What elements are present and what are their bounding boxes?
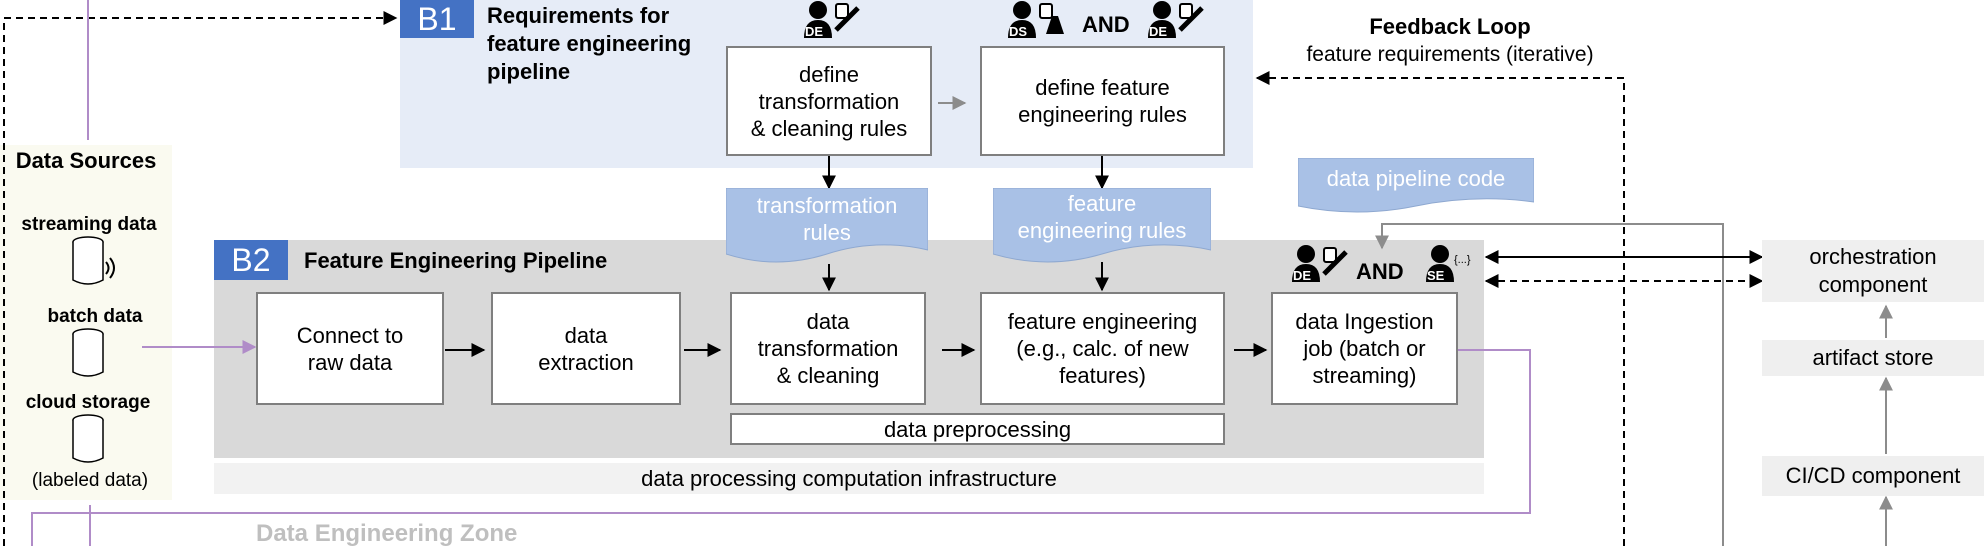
cicd-component: CI/CD component <box>1762 456 1984 496</box>
define-transformation-box: define transformation & cleaning rules <box>726 46 932 156</box>
de-role-label: DE <box>1149 24 1168 39</box>
data-engineer-icon: DE <box>1290 244 1352 291</box>
define-feature-rules-label: define feature engineering rules <box>1018 75 1187 127</box>
de-role-label: DE <box>1293 268 1312 283</box>
step-data-extraction: data extraction <box>491 292 681 405</box>
streaming-database-icon <box>70 236 118 293</box>
b1-tag: B1 <box>400 0 474 38</box>
b2-tag: B2 <box>214 240 288 280</box>
orchestration-label: orchestration component <box>1809 244 1937 297</box>
feedback-subtitle: feature requirements (iterative) <box>1306 43 1594 66</box>
data-engineering-zone-label: Data Engineering Zone <box>256 520 518 547</box>
data-pipeline-code-doc: data pipeline code <box>1298 158 1534 216</box>
data-preprocessing-box: data preprocessing <box>730 413 1225 445</box>
transformation-rules-doc: transformation rules <box>726 188 928 266</box>
b1-tag-label: B1 <box>417 0 457 37</box>
b1-title: Requirements for feature engineering pip… <box>487 3 692 84</box>
data-engineer-icon: DE <box>802 0 864 47</box>
and-label-b1: AND <box>1082 12 1130 37</box>
feature-engineering-rules-label: feature engineering rules <box>1017 191 1187 243</box>
ds-role-label: DS <box>1009 24 1028 39</box>
step-feature-engineering-label: feature engineering (e.g., calc. of new … <box>1007 309 1198 388</box>
feature-engineering-rules-doc: feature engineering rules <box>993 188 1211 266</box>
step-data-ingestion: data Ingestion job (batch or streaming) <box>1271 292 1458 405</box>
data-sources-title: Data Sources <box>15 148 157 173</box>
infrastructure-label: data processing computation infrastructu… <box>641 465 1057 491</box>
data-scientist-icon: DS <box>1006 0 1068 47</box>
step-feature-engineering: feature engineering (e.g., calc. of new … <box>980 292 1225 405</box>
data-pipeline-code-label: data pipeline code <box>1326 165 1506 191</box>
labeled-data-note: (labeled data) <box>31 470 149 491</box>
cloud-storage-database-icon <box>70 414 110 471</box>
data-engineer-icon: DE <box>1146 0 1208 47</box>
step-connect-label: Connect to raw data <box>296 322 404 375</box>
transformation-rules-label: transformation rules <box>756 193 898 245</box>
define-feature-rules-box: define feature engineering rules <box>980 46 1225 156</box>
source-cloud-storage-label: cloud storage <box>25 392 151 413</box>
step-data-transformation: data transformation & cleaning <box>730 292 926 405</box>
source-batch-label: batch data <box>47 306 143 327</box>
step-ingestion-label: data Ingestion job (batch or streaming) <box>1295 309 1434 388</box>
software-engineer-icon: SE {...} <box>1424 244 1486 291</box>
artifact-store-label: artifact store <box>1812 345 1934 370</box>
b2-title: Feature Engineering Pipeline <box>304 248 608 273</box>
cicd-label: CI/CD component <box>1785 463 1961 488</box>
code-badge-label: {...} <box>1454 254 1471 266</box>
step-connect-raw-data: Connect to raw data <box>256 292 444 405</box>
infrastructure-bar: data processing computation infrastructu… <box>214 463 1484 494</box>
step-transformation-label: data transformation & cleaning <box>757 309 899 388</box>
source-streaming-label: streaming data <box>21 214 157 235</box>
b2-tag-label: B2 <box>231 241 271 278</box>
batch-database-icon <box>70 328 110 385</box>
and-label-b2: AND <box>1356 259 1404 284</box>
feedback-title: Feedback Loop <box>1369 14 1531 39</box>
data-preprocessing-label: data preprocessing <box>883 416 1072 442</box>
se-role-label: SE <box>1427 268 1445 283</box>
de-role-label: DE <box>805 24 824 39</box>
artifact-store: artifact store <box>1762 340 1984 376</box>
define-transformation-label: define transformation & cleaning rules <box>750 61 908 141</box>
step-extraction-label: data extraction <box>538 322 634 375</box>
orchestration-component: orchestration component <box>1762 240 1984 302</box>
